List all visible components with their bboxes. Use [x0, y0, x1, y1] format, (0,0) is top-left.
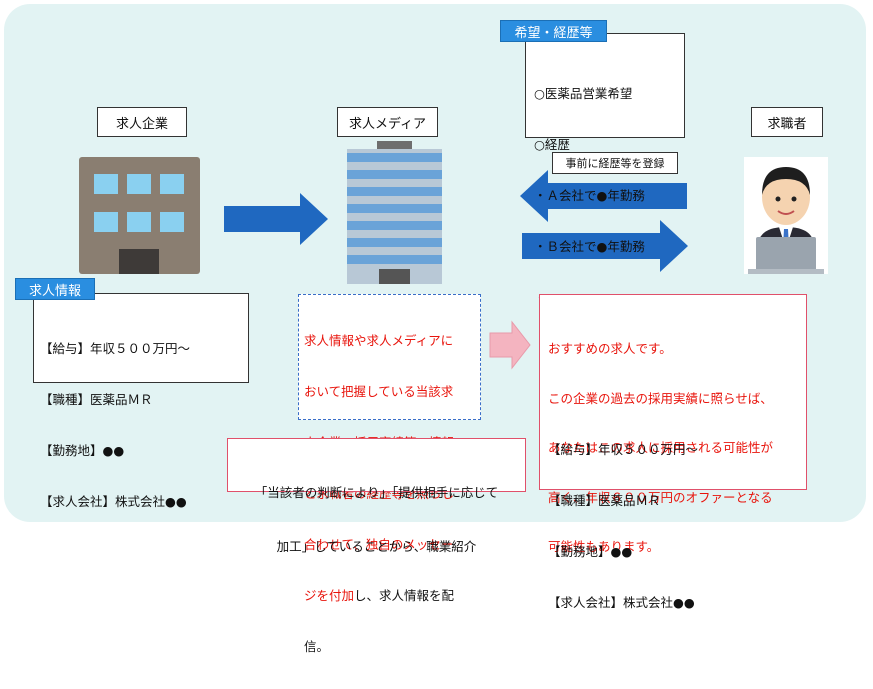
wishes-line: ○経歴 — [534, 137, 570, 152]
wishes-tag: 希望・経歴等 — [500, 20, 607, 42]
arrow-seeker-to-media — [520, 170, 687, 222]
job-info-line: 【職種】医薬品ＭＲ — [40, 392, 153, 407]
arrow-media-to-seeker — [522, 220, 688, 272]
job-info-box: 【給与】年収５００万円～ 【職種】医薬品ＭＲ 【勤務地】●● 【求人会社】株式会… — [33, 293, 249, 509]
job-info-line: 【勤務地】●● — [40, 443, 125, 458]
offer-line: 【勤務地】●● — [548, 544, 633, 559]
person-at-laptop-icon — [744, 157, 828, 274]
offer-line: 【給与】年収５００万円～ — [548, 442, 699, 457]
offer-red-line: あなたはこの求人に採用される可能性が — [548, 440, 774, 455]
media-note-line: 求人情報や求人メディアに — [304, 333, 454, 348]
job-info-line: 【給与】年収５００万円～ — [40, 341, 191, 356]
label-seeker-text: 求職者 — [767, 116, 807, 132]
job-info-tag-text: 求人情報 — [28, 283, 81, 299]
register-label: 事前に経歴等を登録 — [552, 152, 678, 174]
wishes-box: ○医薬品営業希望 ○経歴 ・Ａ会社で●年勤務 ・Ｂ会社で●年勤務 ・・・・・ — [525, 33, 685, 305]
job-info-tag: 求人情報 — [15, 278, 95, 300]
conclusion-box: 「当該者の判断により」「提供相手に応じて 加工」していることから、職業紹介 — [227, 438, 526, 554]
offer-red-line: この企業の過去の採用実績に照らせば、 — [548, 390, 773, 406]
wishes-line: ○医薬品営業希望 — [534, 86, 633, 101]
wishes-line: ・Ａ会社で●年勤務 — [534, 188, 645, 203]
conclusion-line: 加工」していることから、職業紹介 — [276, 539, 477, 554]
offer-red-line: 高く、年収６００万円のオファーとなる — [548, 489, 773, 505]
pink-arrow-to-offer — [489, 320, 531, 370]
label-company-text: 求人企業 — [115, 116, 168, 132]
tower-building-icon — [347, 141, 442, 284]
wishes-line: ・Ｂ会社で●年勤務 — [534, 239, 645, 254]
label-seeker: 求職者 — [751, 107, 823, 137]
offer-red-line: おすすめの求人です。 — [548, 341, 672, 356]
media-note-last-line: 信。 — [304, 639, 330, 654]
wishes-tag-text: 希望・経歴等 — [514, 25, 593, 41]
conclusion-line: 「当該者の判断により」「提供相手に応じて — [254, 485, 499, 500]
arrow-company-to-media — [224, 193, 328, 245]
office-building-icon — [79, 157, 200, 274]
register-label-text: 事前に経歴等を登録 — [565, 157, 665, 170]
label-media: 求人メディア — [337, 107, 438, 137]
offer-box: おすすめの求人です。 この企業の過去の採用実績に照らせば、 あなたはこの求人に採… — [539, 294, 807, 610]
job-info-line: 【求人会社】株式会社●● — [40, 494, 187, 509]
label-media-text: 求人メディア — [348, 116, 427, 132]
offer-line: 【求人会社】株式会社●● — [548, 595, 695, 610]
offer-line: 【職種】医薬品ＭＲ — [548, 493, 661, 508]
media-note-line: おいて把握している当該求 — [304, 384, 454, 399]
label-company: 求人企業 — [97, 107, 187, 137]
